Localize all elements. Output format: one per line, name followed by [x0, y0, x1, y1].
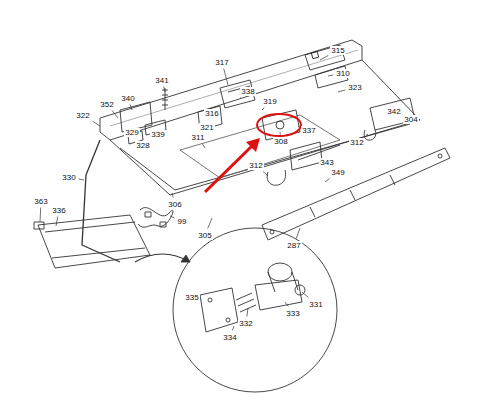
highlight-ring — [257, 114, 301, 136]
callout-number: 308 — [273, 137, 288, 146]
leader-line — [130, 105, 132, 111]
callout-number: 363 — [33, 197, 48, 206]
leader-line — [328, 75, 333, 76]
leader-line — [202, 144, 205, 149]
callout-number: 349 — [330, 168, 345, 177]
callout-number: 343 — [319, 158, 334, 167]
tray — [38, 215, 150, 268]
leader-line — [263, 172, 268, 177]
leader-line — [296, 228, 300, 239]
valve — [220, 80, 255, 108]
leader-line — [366, 134, 368, 136]
igniter — [364, 130, 376, 140]
front-bar — [262, 148, 450, 240]
callout-number: 352 — [99, 100, 114, 109]
callout-number: 310 — [335, 69, 350, 78]
leader-line — [208, 218, 212, 229]
arrowhead — [246, 138, 260, 152]
callout-number: 339 — [150, 130, 165, 139]
leader-line — [170, 216, 175, 218]
leader-line — [247, 308, 248, 317]
callout-number: 99 — [177, 217, 188, 226]
leader-line — [164, 87, 165, 93]
igniter — [267, 170, 285, 185]
leader-line — [79, 179, 84, 180]
callout-number: 331 — [308, 300, 323, 309]
callout-number: 341 — [154, 76, 169, 85]
callout-number: 335 — [184, 293, 199, 302]
base-frame — [110, 60, 420, 195]
callout-number: 312 — [248, 161, 263, 170]
wire-harness — [138, 208, 173, 228]
leader-line — [224, 69, 228, 86]
leader-line — [280, 132, 281, 135]
callout-number: 312 — [349, 138, 364, 147]
callout-number: 316 — [204, 109, 219, 118]
callout-number: 330 — [61, 173, 76, 182]
callout-number: 328 — [135, 141, 150, 150]
callout-number: 321 — [199, 123, 214, 132]
callout-number: 338 — [240, 87, 255, 96]
callout-number: 342 — [386, 107, 401, 116]
leader-line — [56, 217, 58, 227]
back-panel — [100, 40, 362, 140]
gear-housing — [255, 280, 302, 310]
callout-number: 306 — [167, 200, 182, 209]
callout-number: 304 — [403, 115, 418, 124]
callout-number: 340 — [120, 94, 135, 103]
callout-number: 315 — [330, 46, 345, 55]
leader-line — [302, 292, 308, 298]
leader-line — [40, 208, 42, 223]
callout-number: 333 — [285, 309, 300, 318]
callout-number: 311 — [191, 133, 206, 142]
callout-number: 334 — [222, 333, 237, 342]
terminal-block — [305, 45, 345, 70]
tube — [82, 140, 120, 262]
leader-line — [325, 179, 330, 183]
callout-number: 287 — [286, 241, 301, 250]
callout-number: 337 — [301, 126, 316, 135]
callout-number: 317 — [214, 58, 229, 67]
leader-line — [298, 126, 299, 127]
valve-block — [290, 142, 322, 170]
callout-number: 329 — [124, 128, 139, 137]
leader-line — [112, 111, 118, 119]
leader-line — [285, 302, 288, 307]
coupler — [236, 293, 256, 312]
callout-number: 319 — [262, 97, 277, 106]
callout-number: 323 — [347, 83, 362, 92]
leader-line — [320, 55, 328, 60]
highlight-arrow — [205, 146, 252, 192]
detail-circle — [173, 228, 337, 392]
callout-number: 322 — [75, 111, 90, 120]
callout-number: 332 — [238, 319, 253, 328]
leader-line — [338, 90, 345, 92]
leader-line — [93, 121, 100, 126]
leader-line — [172, 193, 173, 198]
leader-line — [262, 108, 264, 111]
callout-number: 336 — [51, 206, 66, 215]
leader-line — [201, 299, 202, 300]
mount-plate — [200, 288, 238, 332]
leader-line — [232, 326, 234, 331]
callout-number: 305 — [197, 231, 212, 240]
leader-line — [240, 97, 242, 99]
motor — [268, 263, 292, 281]
